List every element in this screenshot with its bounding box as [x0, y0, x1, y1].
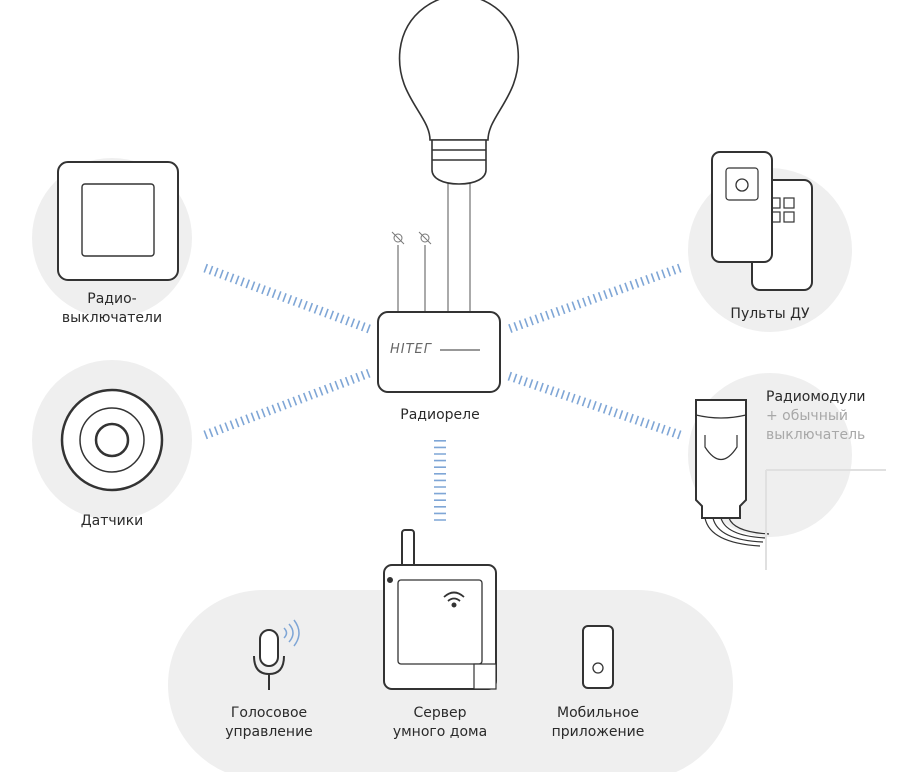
sensor-icon [60, 388, 164, 492]
mobile-line1: Мобильное [557, 705, 639, 721]
remotes-label: Пульты ДУ [730, 306, 810, 322]
radio-module-icon [695, 399, 770, 547]
radiomodules-line3: выключатель [766, 427, 866, 443]
signal-radio-switches [203, 263, 374, 335]
radiomodules-label: Радиомодули + обычный выключатель [766, 388, 866, 445]
radio-relay-device [377, 311, 501, 393]
hub-label: Радиореле [400, 407, 480, 423]
light-bulb-icon [398, 0, 520, 185]
server-line2: умного дома [392, 724, 488, 740]
server-label: Сервер умного дома [380, 704, 500, 742]
hub-brand-logo: HITEГ [389, 342, 432, 357]
signal-lines [203, 263, 682, 522]
server-line1: Сервер [413, 705, 467, 721]
server-icon [383, 529, 497, 690]
wires [397, 180, 471, 312]
microphone-icon [253, 619, 300, 690]
radiomodules-line2: + обычный [766, 408, 849, 424]
wifi-icon [443, 591, 465, 608]
voice-line1: Голосовое [230, 705, 308, 721]
radio-switches-line1: Радио- [87, 291, 137, 307]
signal-radiomodules [504, 370, 682, 440]
remote-control-icon [711, 151, 813, 291]
radio-switches-label: Радио- выключатели [50, 290, 174, 328]
mobile-line2: приложение [551, 724, 645, 740]
radio-switches-line2: выключатели [61, 310, 163, 326]
wire-terminal-icon [391, 231, 432, 245]
signal-sensors [203, 367, 374, 440]
signal-remotes [504, 263, 682, 335]
mobile-app-label: Мобильное приложение [538, 704, 658, 742]
sensors-label: Датчики [80, 513, 144, 529]
smartphone-icon [582, 625, 614, 689]
wall-switch-icon [57, 161, 179, 281]
voice-line2: управление [225, 724, 313, 740]
radiomodules-line1: Радиомодули [766, 389, 866, 405]
voice-control-label: Голосовое управление [209, 704, 329, 742]
